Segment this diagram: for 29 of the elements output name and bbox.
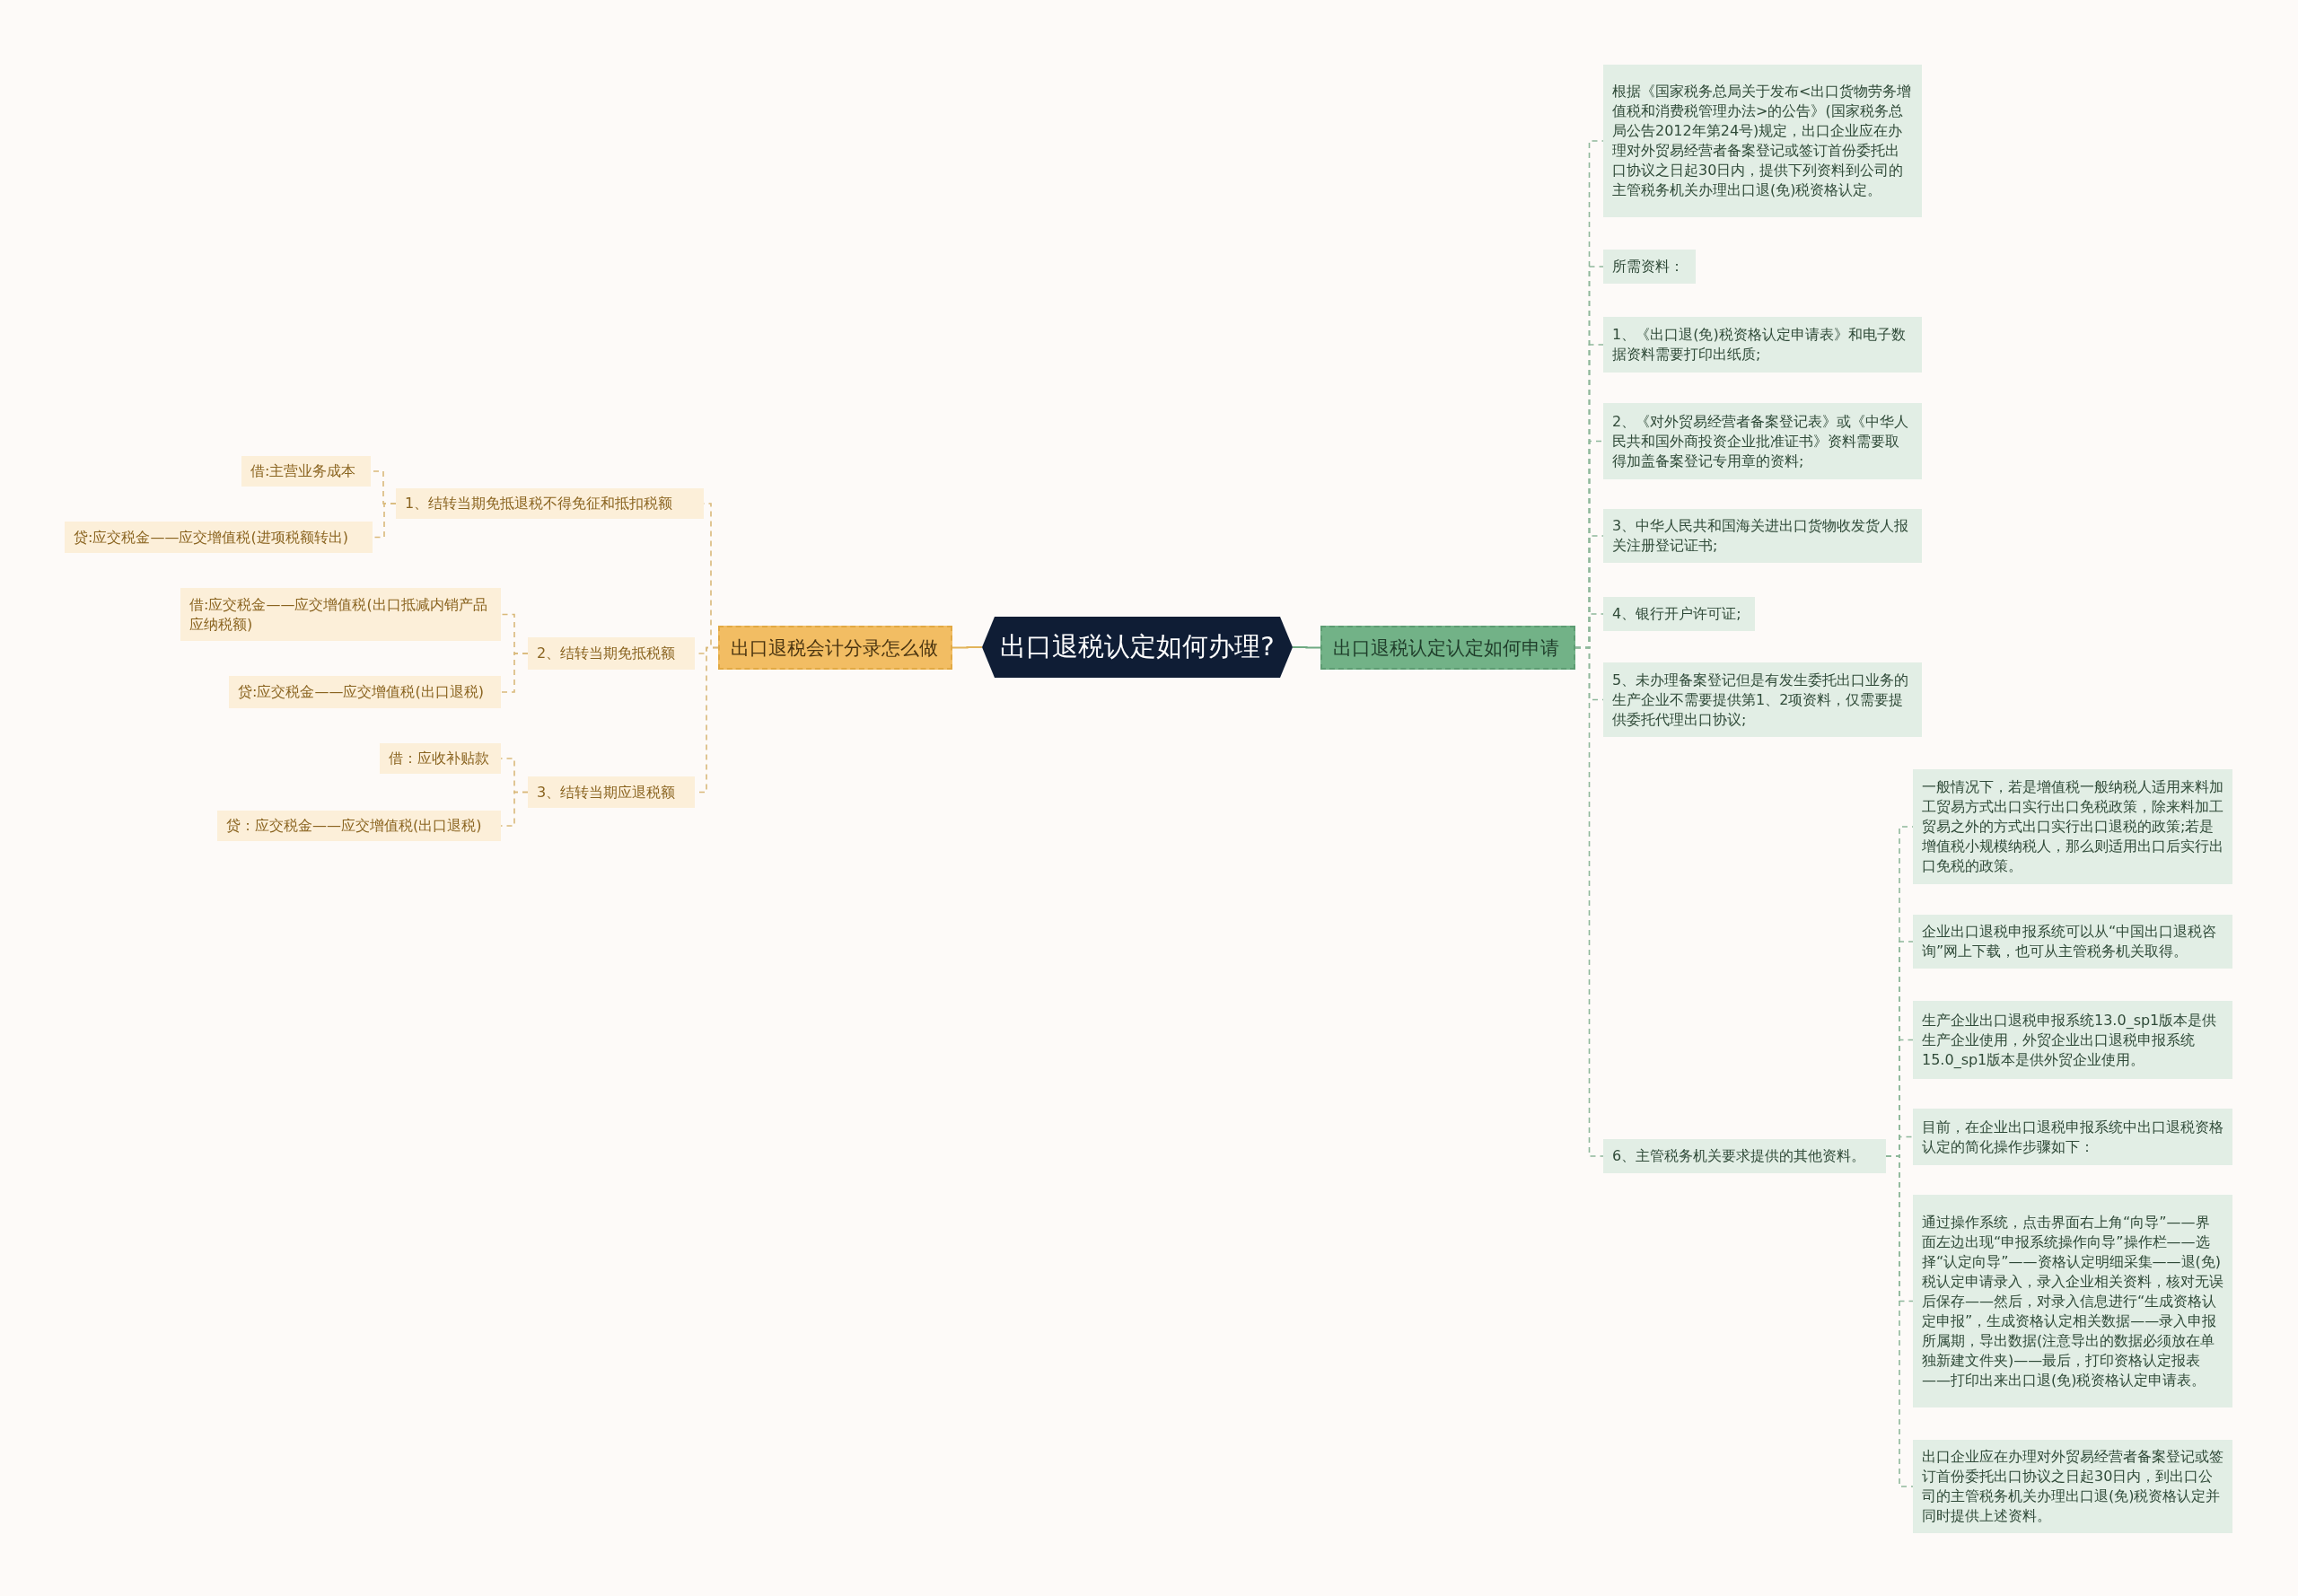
subtopic-box: 所需资料： bbox=[1603, 250, 1696, 284]
subtopic-box: 生产企业出口退税申报系统13.0_sp1版本是供生产企业使用，外贸企业出口退税申报系统15.0_sp1版本是供外贸企业使用。 bbox=[1913, 1001, 2232, 1079]
connector-line bbox=[952, 645, 982, 649]
subtopic-box: 2、《对外贸易经营者备案登记表》或《中华人民共和国外商投资企业批准证书》资料需要取得加盖备案登记专用章的资料; bbox=[1603, 403, 1922, 479]
subtopic-box: 出口企业应在办理对外贸易经营者备案登记或签订首份委托出口协议之日起30日内，到出口公司的主管税务机关办理出口退(免)税资格认定并同时提供上述资料。 bbox=[1913, 1440, 2232, 1533]
connector-line bbox=[500, 653, 529, 693]
branch-topic: 出口退税会计分录怎么做 bbox=[718, 626, 952, 670]
subtopic-box: 根据《国家税务总局关于发布<出口货物劳务增值税和消费税管理办法>的公告》(国家税务总局公告2012年第24号)规定，出口企业应在办理对外贸易经营者备案登记或签订首份委托出口协议之日起30日内，提供下列资料到公司的主管税务机关办理出口退(免)税资格认定。 bbox=[1603, 65, 1922, 217]
subtopic-box: 1、《出口退(免)税资格认定申请表》和电子数据资料需要打印出纸质; bbox=[1603, 317, 1922, 373]
subtopic-box: 一般情况下，若是增值税一般纳税人适用来料加工贸易方式出口实行出口免税政策，除来料加工贸易之外的方式出口实行出口退税的政策;若是增值税小规模纳税人，那么则适用出口后实行出口免税的政策。 bbox=[1913, 769, 2232, 884]
connector-line bbox=[1293, 645, 1320, 649]
subtopic-box: 3、结转当期应退税额 bbox=[528, 776, 695, 808]
subtopic-box: 借:应交税金——应交增值税(出口抵减内销产品应纳税额) bbox=[180, 588, 501, 641]
subtopic-box: 目前，在企业出口退税申报系统中出口退税资格认定的简化操作步骤如下： bbox=[1913, 1109, 2232, 1165]
subtopic-box: 贷:应交税金——应交增值税(进项税额转出) bbox=[65, 522, 373, 553]
subtopic-box: 5、未办理备案登记但是有发生委托出口业务的生产企业不需要提供第1、2项资料，仅需要提供委托代理出口协议; bbox=[1603, 662, 1922, 737]
subtopic-box: 2、结转当期免抵税额 bbox=[528, 637, 695, 670]
subtopic-box: 贷:应交税金——应交增值税(出口退税) bbox=[229, 676, 501, 708]
subtopic-box: 借:主营业务成本 bbox=[241, 456, 371, 487]
subtopic-box: 贷：应交税金——应交增值税(出口退税) bbox=[217, 811, 501, 841]
subtopic-box: 4、银行开户许可证; bbox=[1603, 597, 1755, 631]
subtopic-box: 通过操作系统，点击界面右上角“向导”——界面左边出现“申报系统操作向导”操作栏——选择“认定向导”——资格认定明细采集——退(免)税认定申请录入，录入企业相关资料，核对无误后保存——然后，对录入信息进行“生成资格认定申报”，生成资格认定相关数据——录入申报所属期，导出数据(注意导出的数据必须放在单独新建文件夹)——最后，打印资格认定报表——打印出来出口退(免)税资格认定申请表。 bbox=[1913, 1195, 2232, 1407]
central-topic: 出口退税认定如何办理? bbox=[982, 617, 1293, 678]
subtopic-box: 6、主管税务机关要求提供的其他资料。 bbox=[1603, 1139, 1886, 1173]
subtopic-box: 借：应收补贴款 bbox=[380, 743, 501, 774]
subtopic-box: 1、结转当期免抵退税不得免征和抵扣税额 bbox=[396, 488, 704, 519]
subtopic-box: 3、中华人民共和国海关进出口货物收发货人报关注册登记证书; bbox=[1603, 509, 1922, 563]
subtopic-box: 企业出口退税申报系统可以从“中国出口退税咨询”网上下载，也可从主管税务机关取得。 bbox=[1913, 915, 2232, 969]
branch-topic: 出口退税认定认定如何申请 bbox=[1320, 626, 1575, 670]
